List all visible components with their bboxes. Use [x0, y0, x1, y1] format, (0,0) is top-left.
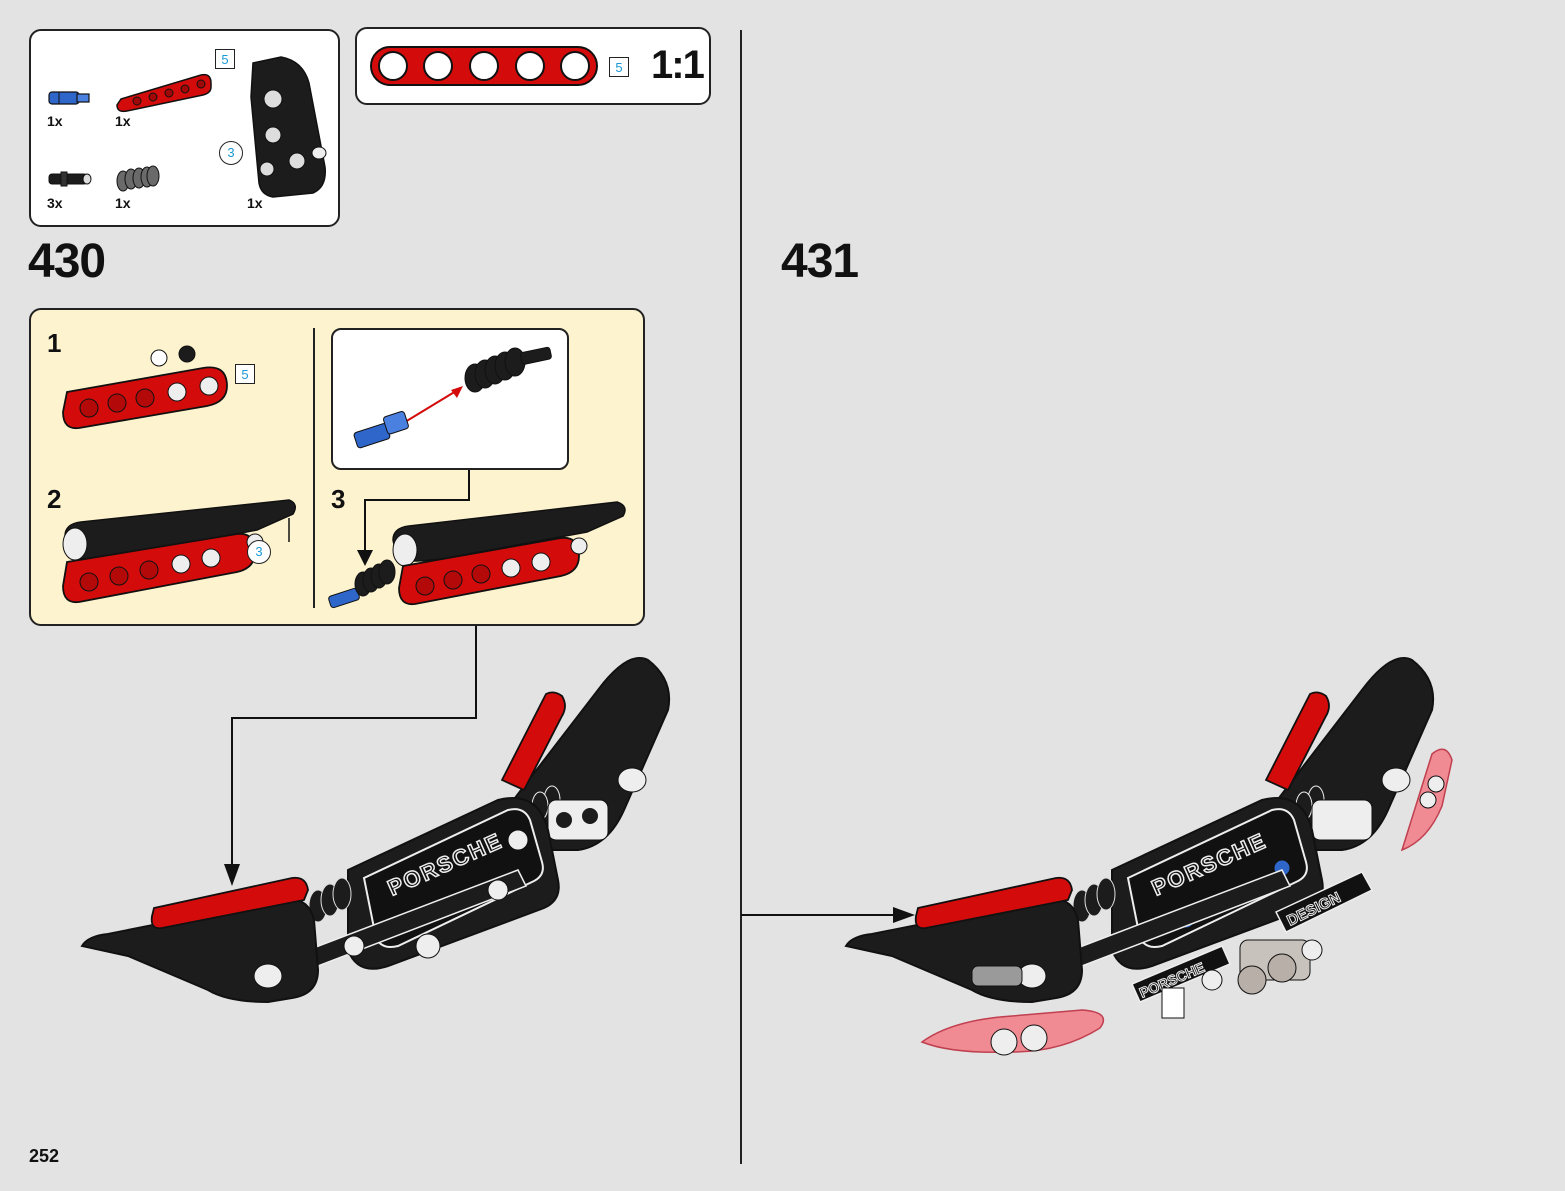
step-number-431: 431	[781, 235, 859, 288]
page-divider	[740, 30, 742, 1164]
red-beam-1-1-icon	[370, 46, 598, 86]
scale-label: 1:1	[651, 43, 705, 87]
substep-3-arrow	[357, 470, 470, 566]
scale-reference-box: 5 1:1	[355, 27, 711, 105]
substep-3-inset	[331, 328, 569, 470]
qty-ribbed-hose: 1x	[115, 195, 131, 211]
step-431-arrow	[741, 907, 915, 923]
length-tag-circle: 3	[219, 141, 243, 165]
substep-2-length-tag: 3	[247, 540, 271, 564]
substep-3: 3	[331, 484, 346, 514]
blue-axle-pin-icon	[48, 91, 90, 105]
substep-1-length-tag: 5	[235, 364, 255, 384]
qty-red-beam: 1x	[115, 113, 131, 129]
callout-divider	[313, 328, 315, 608]
gray-ribbed-hose-icon	[116, 165, 160, 192]
page-number: 252	[29, 1146, 60, 1166]
step-430-assembly: PORSCHE RSR	[80, 657, 670, 1004]
step-430-arrow	[224, 626, 477, 886]
step-number-430: 430	[28, 235, 106, 288]
assembly-with-hose-icon	[328, 501, 626, 609]
qty-blue-axle-pin: 1x	[47, 113, 63, 129]
pin-into-hose-icon	[353, 346, 552, 449]
black-friction-pin-icon	[48, 171, 92, 187]
substep-1: 1	[47, 328, 62, 358]
length-tag: 5	[215, 49, 235, 69]
parts-list-box: 1x 5 1x 3 1x 3x 1x	[29, 29, 340, 227]
qty-fairing-panel: 1x	[247, 195, 263, 211]
beam-length-tag: 5	[609, 57, 629, 77]
substep-2: 2	[47, 484, 62, 514]
qty-friction-pin: 3x	[47, 195, 63, 211]
black-fairing-panel-icon	[250, 56, 327, 198]
red-beam-with-pins-icon	[62, 345, 228, 430]
step-431-assembly: PORSCHE RSR DESIGN PORSCHE	[844, 657, 1453, 1056]
red-beam-5-icon	[116, 73, 212, 113]
subassembly-callout: 1 2 3 5 3	[29, 308, 645, 626]
